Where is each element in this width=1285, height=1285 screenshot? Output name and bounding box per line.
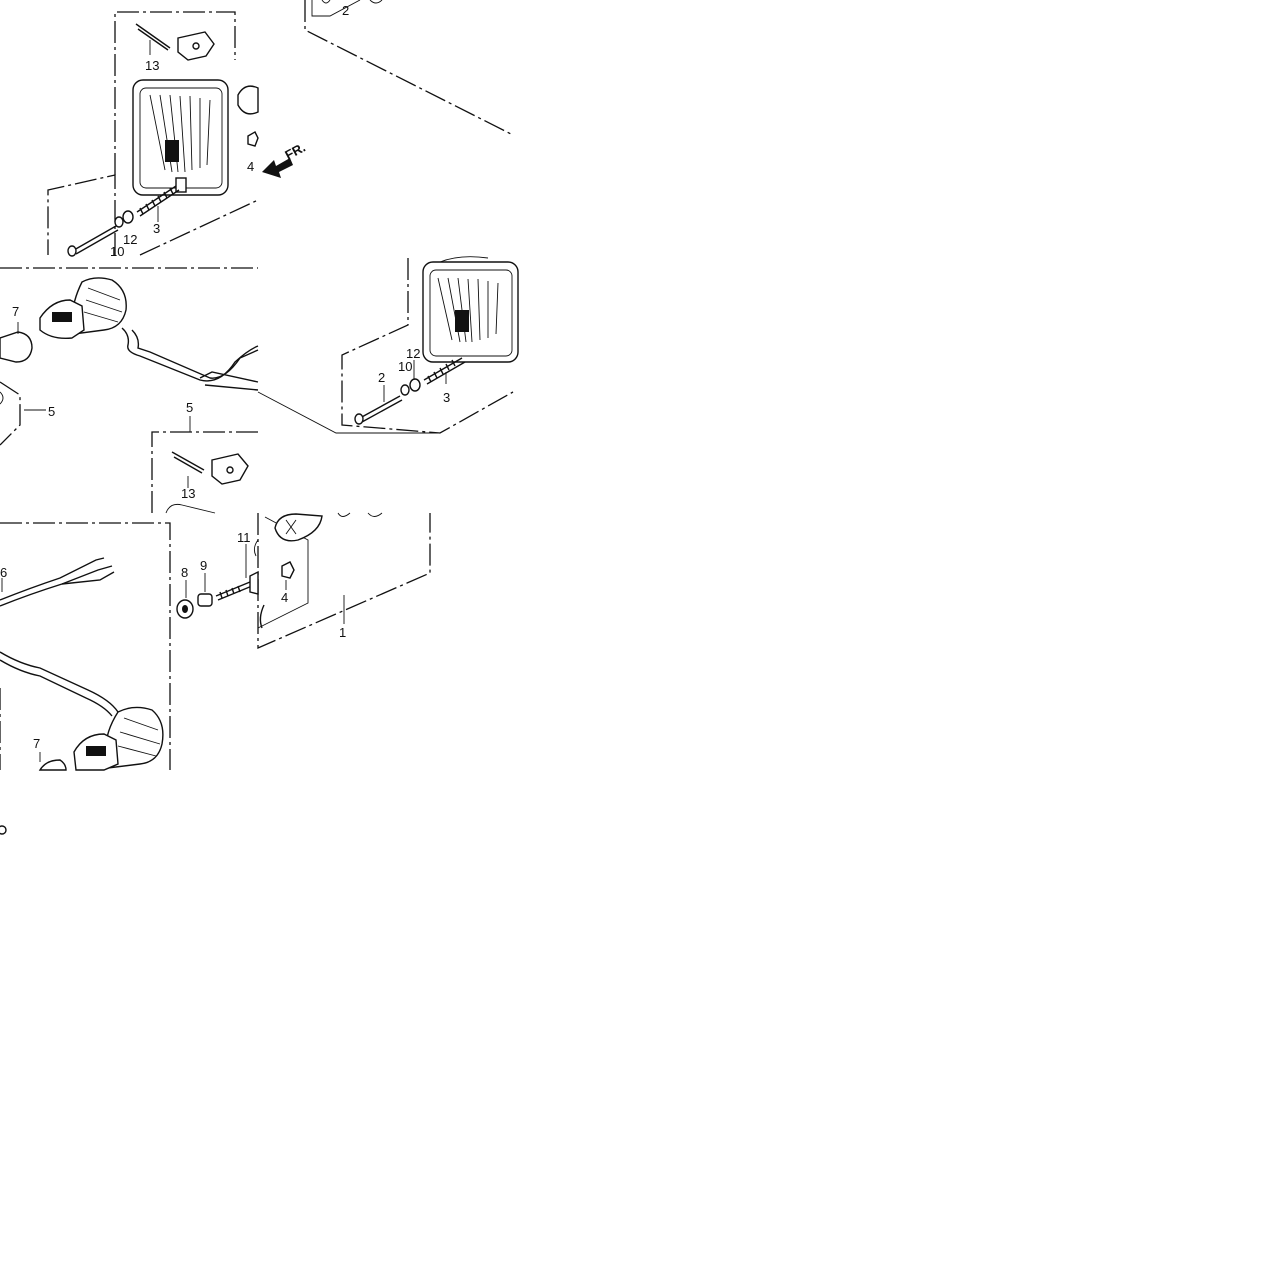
frame-outline [114, 11, 236, 175]
screw-head [249, 570, 259, 595]
bulb-part [274, 513, 323, 542]
callout-4: 4 [281, 590, 288, 605]
cut-part [337, 512, 383, 517]
nut-part [281, 561, 295, 579]
callout-10: 10 [398, 359, 412, 374]
callout-6: 6 [0, 565, 7, 580]
nut-hole [182, 605, 188, 613]
panel-top-headlight: FR. [47, 11, 308, 257]
bracket-hole [226, 466, 234, 474]
spring-part [136, 185, 180, 217]
washer-part [409, 378, 421, 392]
headlight-unit [132, 79, 229, 196]
panel-wire-socket [0, 522, 171, 835]
cut-part [321, 0, 383, 4]
socket-texture [117, 717, 161, 757]
callout-10: 10 [110, 244, 124, 259]
callout-2: 2 [378, 370, 385, 385]
wire-harness [61, 571, 115, 585]
wire-harness [0, 651, 119, 713]
front-arrow-label: FR. [282, 140, 308, 163]
panel-adjuster [176, 512, 431, 649]
wire-harness [0, 659, 113, 717]
lens-center [165, 140, 179, 162]
bulb-part [237, 85, 259, 115]
callout-4: 4 [247, 159, 254, 174]
callout-7: 7 [33, 736, 40, 751]
bolt-part [75, 229, 119, 255]
screw-part [173, 456, 203, 474]
frame-outline [139, 199, 259, 256]
wire-harness [0, 565, 113, 607]
frame-outline [341, 258, 514, 434]
bolt-head [354, 413, 364, 425]
washer-part [0, 825, 7, 835]
washer-part [114, 216, 124, 228]
lens-center [455, 310, 469, 332]
callout-3: 3 [153, 221, 160, 236]
screw-part [135, 23, 171, 49]
panel-socket [0, 267, 259, 514]
frame-outline [257, 391, 440, 434]
washer-part [400, 384, 410, 396]
callout-12: 12 [406, 346, 420, 361]
frame-outline [47, 174, 116, 255]
bracket-edge [253, 539, 259, 557]
headlight-lens [429, 269, 513, 357]
callout-13: 13 [181, 486, 195, 501]
lens-pattern [149, 94, 211, 173]
cut-part [0, 391, 4, 405]
bulb-part [0, 331, 33, 363]
wire-harness [121, 327, 259, 382]
cut-part [165, 503, 216, 514]
bolt-part [73, 225, 117, 251]
frame-outline [0, 522, 171, 770]
callout-8: 8 [181, 565, 188, 580]
bulb-filament [285, 519, 297, 535]
frame-outline [311, 0, 361, 17]
collar-part [197, 593, 213, 607]
wire-harness [131, 329, 259, 379]
callout-12: 12 [123, 232, 137, 247]
socket-contact [52, 312, 72, 322]
callout-2: 2 [342, 3, 349, 18]
headlight-tab [175, 177, 187, 193]
callout-9: 9 [200, 558, 207, 573]
callout-5: 5 [48, 404, 55, 419]
bolt-part [359, 395, 401, 419]
bracket-hole [192, 42, 200, 50]
nut-part [247, 131, 259, 147]
callout-3: 3 [443, 390, 450, 405]
callout-1: 1 [339, 625, 346, 640]
callout-11: 11 [237, 530, 251, 545]
bolt-part [361, 399, 403, 423]
washer-part [122, 210, 134, 224]
callout-5: 5 [186, 400, 193, 415]
socket-texture [83, 287, 123, 323]
bracket-edge [259, 604, 265, 629]
screw-part [171, 451, 205, 471]
headlight-rim [439, 256, 489, 263]
front-arrow-icon [262, 158, 293, 178]
socket-contact [86, 746, 106, 756]
frame-outline [304, 0, 514, 136]
bolt-head [67, 245, 77, 257]
screw-part [137, 28, 169, 51]
callout-13: 13 [145, 58, 159, 73]
frame-outline [0, 381, 21, 446]
wire-branch [199, 371, 259, 391]
panel-headlight-right [257, 256, 519, 434]
bulb-part [38, 759, 67, 771]
frame-outline [151, 431, 258, 513]
callout-7: 7 [12, 304, 19, 319]
adjusting-screw [215, 581, 253, 601]
panel-top-right [304, 0, 514, 136]
wire-harness [0, 557, 105, 601]
